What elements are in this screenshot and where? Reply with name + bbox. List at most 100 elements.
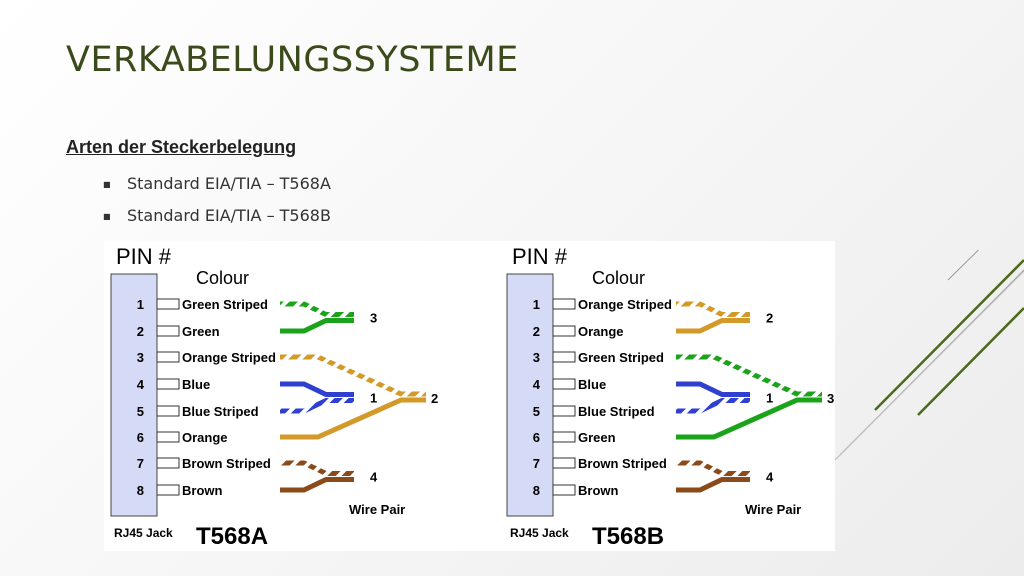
wire-orange-striped [280,354,426,397]
deco-line [874,259,1024,411]
pin-number: 4 [533,377,541,392]
pin-contact [156,298,180,310]
slide-title: VERKABELUNGSSYSTEME [66,40,519,80]
pin-colour-label: Brown [578,483,619,498]
deco-line [917,307,1024,416]
deco-line [834,270,1024,461]
pin-contact [552,431,576,443]
wire-green-striped [676,354,822,397]
pin-number: 5 [533,404,540,419]
wire-blue-striped [280,398,354,414]
bullet-text: Standard EIA/TIA – T568A [127,174,331,193]
wire-blue-striped [676,398,750,414]
wire-pair-number: 2 [431,391,438,406]
pin-colour-label: Blue Striped [578,404,655,419]
pin-contact [156,431,180,443]
pin-number: 2 [533,324,540,339]
wire-brown-striped [676,460,750,476]
colour-header: Colour [592,268,645,288]
wire-blue [280,381,354,397]
pin-colour-label: Green Striped [578,350,664,365]
pin-contact [552,298,576,310]
deco-line [947,250,980,281]
bullet-item: ■ Standard EIA/TIA – T568A [103,174,331,206]
pin-number: 7 [533,456,540,471]
slide-subtitle: Arten der Steckerbelegung [66,137,297,157]
pin-colour-label: Green [578,430,616,445]
pin-colour-label: Orange [182,430,228,445]
pin-contact [552,484,576,496]
bullet-square-icon: ■ [103,211,111,221]
pin-number: 5 [137,404,144,419]
pin-contact [552,325,576,337]
pin-colour-label: Brown [182,483,223,498]
pin-colour-label: Orange [578,324,624,339]
pin-colour-label: Green [182,324,220,339]
pin-contact [156,484,180,496]
pin-number: 3 [533,350,540,365]
standard-label: T568A [196,523,268,550]
wire-pair-number: 4 [370,470,378,485]
pin-colour-label: Blue [578,377,606,392]
pin-colour-label: Brown Striped [182,456,271,471]
pin-header: PIN # [512,244,568,269]
colour-header: Colour [196,268,249,288]
bullet-list: ■ Standard EIA/TIA – T568A ■ Standard EIA/… [103,174,331,238]
wire-green [280,318,354,334]
decorative-lines [834,250,1024,461]
pin-contact [552,351,576,363]
wire-orange [676,318,750,334]
rj45-jack-body [110,273,158,517]
wire-orange [280,397,426,440]
rj45-jack-body [506,273,554,517]
pin-number: 4 [137,377,145,392]
wire-orange-striped [676,301,750,317]
pin-number: 6 [533,430,540,445]
wire-brown-striped [280,460,354,476]
wire-pair-label: Wire Pair [745,502,801,517]
pin-number: 8 [533,483,540,498]
pin-contact [156,325,180,337]
pin-number: 8 [137,483,144,498]
pin-number: 3 [137,350,144,365]
wire-green [676,397,822,440]
wire-pair-number: 3 [827,391,834,406]
pin-contact [552,457,576,469]
wire-brown [280,477,354,493]
bullet-square-icon: ■ [103,179,111,189]
wire-pair-number: 1 [370,391,377,406]
wire-pair-number: 3 [370,311,377,326]
pin-colour-label: Blue [182,377,210,392]
pin-header: PIN # [116,244,172,269]
pin-contact [552,405,576,417]
wire-pair-number: 4 [766,470,774,485]
wire-pair-label: Wire Pair [349,502,405,517]
pin-contact [156,351,180,363]
bullet-item: ■ Standard EIA/TIA – T568B [103,206,331,238]
standard-label: T568B [592,523,664,550]
rj45-jack-label: RJ45 Jack [510,526,569,540]
pin-colour-label: Brown Striped [578,456,667,471]
wire-blue [676,381,750,397]
pin-number: 2 [137,324,144,339]
wire-green-striped [280,301,354,317]
pin-colour-label: Orange Striped [182,350,276,365]
pin-colour-label: Orange Striped [578,297,672,312]
pin-number: 7 [137,456,144,471]
wire-pair-number: 1 [766,391,773,406]
pin-number: 6 [137,430,144,445]
pin-contact [156,457,180,469]
pin-contact [156,405,180,417]
bullet-text: Standard EIA/TIA – T568B [127,206,331,225]
rj45-jack-label: RJ45 Jack [114,526,173,540]
pin-colour-label: Green Striped [182,297,268,312]
wire-pair-number: 2 [766,311,773,326]
pin-contact [552,378,576,390]
pin-colour-label: Blue Striped [182,404,259,419]
pin-contact [156,378,180,390]
wire-brown [676,477,750,493]
